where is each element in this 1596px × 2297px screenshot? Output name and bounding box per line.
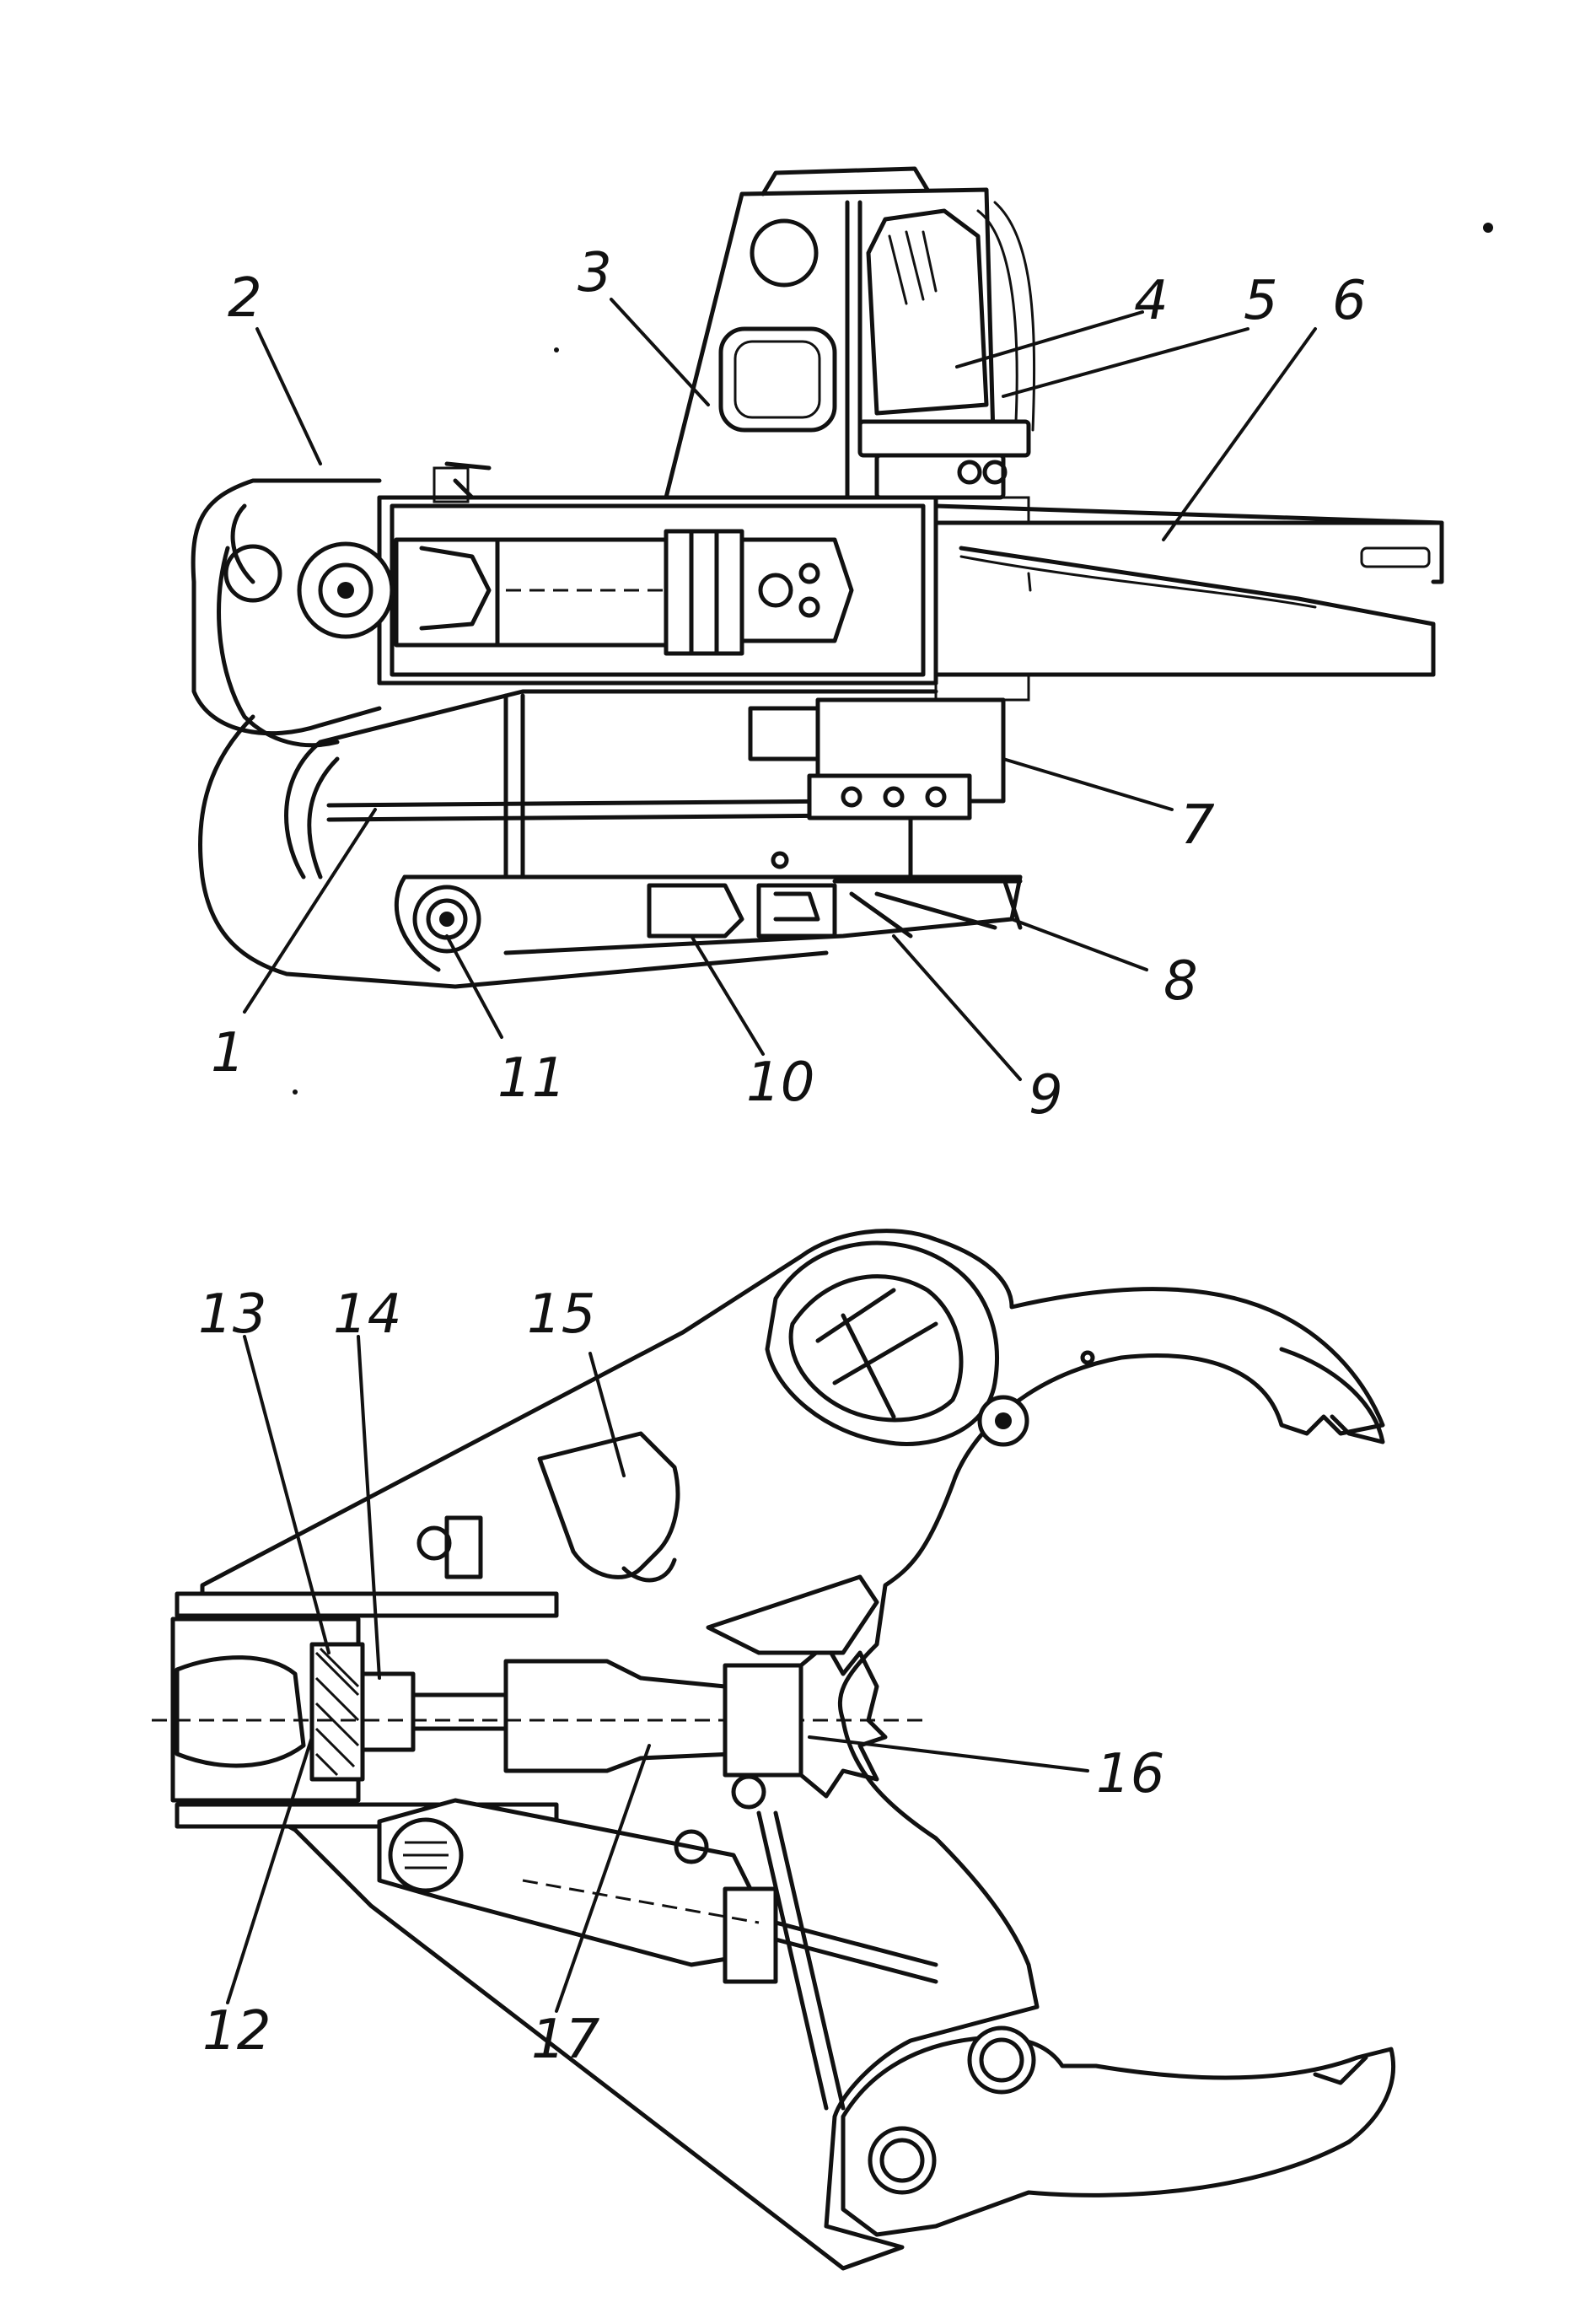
label-17: 17 xyxy=(531,2009,600,2071)
label-13: 13 xyxy=(198,1283,266,1346)
labels: 1 2 3 4 5 6 7 8 9 10 11 12 13 14 15 16 1… xyxy=(198,242,1367,2071)
drive-unit xyxy=(748,697,1006,880)
top-assembly xyxy=(191,166,1444,1081)
label-15: 15 xyxy=(527,1283,595,1346)
stray-dot xyxy=(293,1089,298,1095)
label-5: 5 xyxy=(1244,270,1278,332)
label-4: 4 xyxy=(1134,270,1169,332)
top-leaders xyxy=(243,298,1317,1081)
hook-body xyxy=(191,461,938,989)
label-8: 8 xyxy=(1163,950,1198,1013)
label-16: 16 xyxy=(1096,1743,1164,1805)
bottom-assembly xyxy=(152,1229,1396,2271)
tower xyxy=(664,166,1036,500)
label-11: 11 xyxy=(497,1047,566,1110)
label-1: 1 xyxy=(211,1022,245,1084)
label-9: 9 xyxy=(1029,1064,1063,1127)
label-3: 3 xyxy=(578,242,612,304)
lower-arm xyxy=(394,851,1023,972)
boom xyxy=(297,495,1444,702)
stray-dot xyxy=(554,347,559,352)
label-10: 10 xyxy=(746,1052,814,1114)
label-14: 14 xyxy=(333,1283,401,1346)
label-7: 7 xyxy=(1180,794,1215,857)
stray-dot xyxy=(1483,223,1493,233)
label-12: 12 xyxy=(202,2000,271,2063)
label-2: 2 xyxy=(228,267,262,330)
label-6: 6 xyxy=(1332,270,1367,332)
